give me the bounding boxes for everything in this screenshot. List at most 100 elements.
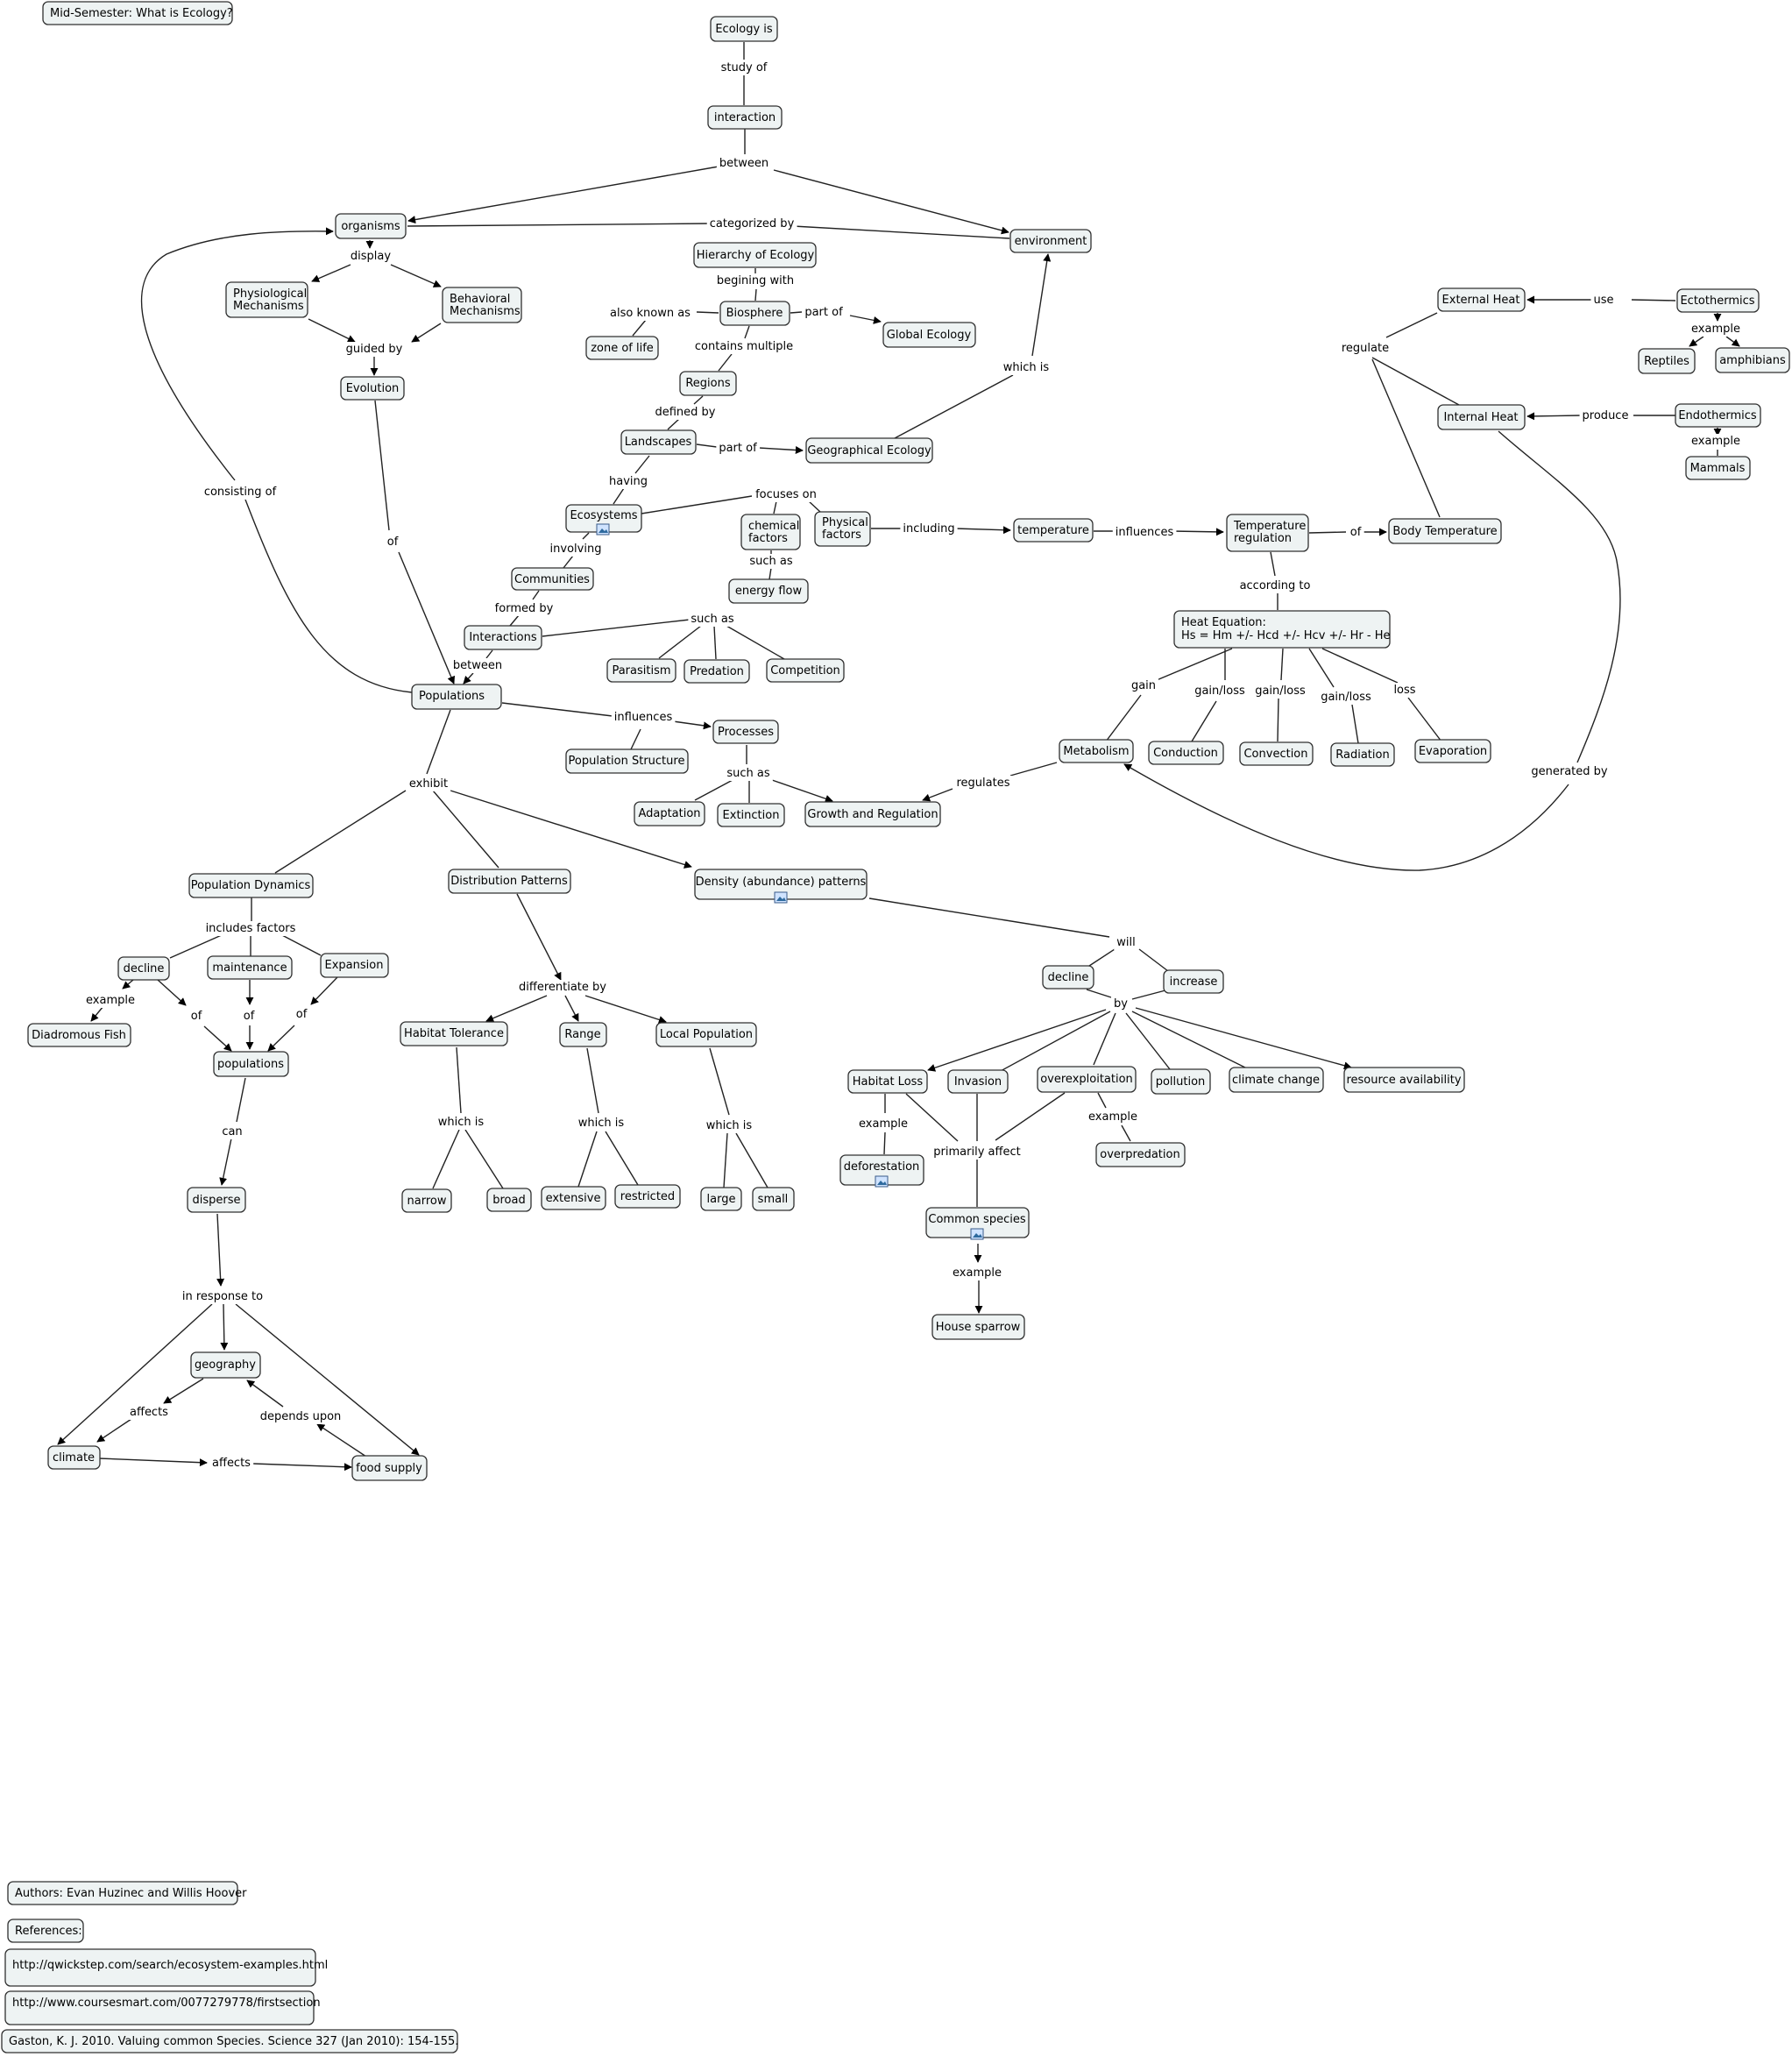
concept-physical-factors[interactable]: Physical factors <box>814 511 871 547</box>
reference-link-2[interactable]: http://www.coursesmart.com/0077279778/fi… <box>4 1990 321 2025</box>
concept-temperature-regulation[interactable]: Temperature regulation <box>1226 514 1309 552</box>
concept-climate[interactable]: climate <box>47 1445 101 1470</box>
concept-regions[interactable]: Regions <box>679 371 737 396</box>
concept-conduction[interactable]: Conduction <box>1148 741 1224 765</box>
concept-chemical-factors[interactable]: chemical factors <box>740 514 801 550</box>
image-attachment-icon[interactable] <box>970 1228 984 1240</box>
concept-parasitism[interactable]: Parasitism <box>606 658 676 683</box>
concept-population-structure[interactable]: Population Structure <box>565 748 689 774</box>
concept-predation[interactable]: Predation <box>684 659 750 684</box>
concept-decline-density[interactable]: decline <box>1042 965 1094 989</box>
concept-interaction[interactable]: interaction <box>707 105 783 130</box>
concept-geography[interactable]: geography <box>190 1351 261 1379</box>
link-label-bg <box>718 60 770 75</box>
concept-energy-flow[interactable]: energy flow <box>728 578 809 604</box>
concept-internal-heat[interactable]: Internal Heat <box>1437 404 1526 430</box>
concept-distribution-patterns[interactable]: Distribution Patterns <box>448 869 571 894</box>
link-label-bg <box>547 542 605 557</box>
concept-biosphere[interactable]: Biosphere <box>719 301 790 326</box>
concept-range[interactable]: Range <box>559 1022 607 1047</box>
link-example-ecto: example <box>1691 323 1740 336</box>
concept-common-species[interactable]: Common species <box>925 1207 1030 1240</box>
concept-population-dynamics[interactable]: Population Dynamics <box>188 873 314 898</box>
concept-broad[interactable]: broad <box>486 1188 532 1212</box>
svg-text:Range: Range <box>564 1028 600 1041</box>
concept-behavioral-mechanisms[interactable]: Behavioral Mechanisms <box>442 287 522 323</box>
concept-disperse[interactable]: disperse <box>187 1187 246 1213</box>
concept-hierarchy-of-ecology[interactable]: Hierarchy of Ecology <box>693 242 817 268</box>
reference-link-1[interactable]: http://qwickstep.com/search/ecosystem-ex… <box>4 1948 328 1987</box>
concept-global-ecology[interactable]: Global Ecology <box>882 322 976 348</box>
concept-local-population[interactable]: Local Population <box>655 1022 757 1047</box>
linking-phrases: study of between categorized by display … <box>83 60 1743 1471</box>
concept-temperature[interactable]: temperature <box>1013 518 1094 543</box>
link-focuses-on: focuses on <box>755 488 817 501</box>
concept-restricted[interactable]: restricted <box>614 1184 681 1209</box>
concept-climate-change[interactable]: climate change <box>1229 1067 1324 1093</box>
concept-habitat-tolerance[interactable]: Habitat Tolerance <box>400 1021 508 1046</box>
concept-invasion[interactable]: Invasion <box>947 1069 1009 1094</box>
concept-resource-availability[interactable]: resource availability <box>1343 1067 1465 1093</box>
concept-diadromous-fish[interactable]: Diadromous Fish <box>27 1023 131 1047</box>
image-attachment-icon[interactable] <box>875 1175 889 1188</box>
concept-convection[interactable]: Convection <box>1239 741 1314 766</box>
concept-decline-dynamics[interactable]: decline <box>117 956 170 981</box>
concept-populations[interactable]: Populations <box>411 684 502 710</box>
concept-mammals[interactable]: Mammals <box>1685 456 1751 480</box>
concept-increase[interactable]: increase <box>1163 969 1224 994</box>
concept-communities[interactable]: Communities <box>511 567 594 591</box>
svg-text:climate change: climate change <box>1232 1074 1320 1087</box>
concept-food-supply[interactable]: food supply <box>351 1455 428 1481</box>
concept-house-sparrow[interactable]: House sparrow <box>931 1314 1025 1340</box>
image-attachment-icon[interactable] <box>774 891 788 904</box>
svg-text:deforestation: deforestation <box>844 1160 920 1174</box>
concept-adaptation[interactable]: Adaptation <box>634 801 705 826</box>
concept-competition[interactable]: Competition <box>766 658 845 683</box>
concept-expansion[interactable]: Expansion <box>320 953 389 978</box>
concept-radiation[interactable]: Radiation <box>1330 742 1395 767</box>
concept-evaporation[interactable]: Evaporation <box>1414 739 1491 763</box>
concept-processes[interactable]: Processes <box>712 720 779 744</box>
image-attachment-icon[interactable] <box>596 523 610 536</box>
concept-small[interactable]: small <box>752 1187 795 1211</box>
concept-landscapes[interactable]: Landscapes <box>620 429 697 455</box>
concept-narrow[interactable]: narrow <box>401 1188 452 1213</box>
concept-ecology[interactable]: Ecology is <box>710 16 778 42</box>
concept-geographical-ecology[interactable]: Geographical Ecology <box>805 437 933 464</box>
svg-text:decline: decline <box>1048 971 1089 984</box>
concept-overpredation[interactable]: overpredation <box>1095 1142 1186 1167</box>
concept-ectothermics[interactable]: Ectothermics <box>1676 288 1760 313</box>
concept-organisms[interactable]: organisms <box>335 213 407 239</box>
concept-reptiles[interactable]: Reptiles <box>1638 348 1696 374</box>
concept-metabolism[interactable]: Metabolism <box>1059 739 1134 763</box>
footer: Authors: Evan Huzinec and Willis Hoover … <box>1 1881 458 2053</box>
concept-density-patterns[interactable]: Density (abundance) patterns <box>694 869 868 904</box>
link-label-bg <box>900 521 958 536</box>
link-label-bg <box>1590 293 1617 308</box>
concept-body-temperature[interactable]: Body Temperature <box>1388 518 1502 544</box>
concept-physiological-mechanisms[interactable]: Physiological Mechanisms <box>225 281 308 318</box>
concept-deforestation[interactable]: deforestation <box>839 1154 924 1188</box>
concept-overexploitation[interactable]: overexploitation <box>1037 1066 1137 1093</box>
concept-habitat-loss[interactable]: Habitat Loss <box>847 1069 928 1094</box>
link-depends-upon: depends upon <box>260 1410 342 1423</box>
concept-populations-lowercase[interactable]: populations <box>213 1051 289 1077</box>
concept-ecosystems[interactable]: Ecosystems <box>565 504 642 536</box>
concept-environment[interactable]: environment <box>1009 229 1092 253</box>
link-label-bg <box>209 1456 254 1471</box>
link-according-to: according to <box>1240 579 1311 592</box>
concept-maintenance[interactable]: maintenance <box>207 955 293 980</box>
concept-extensive[interactable]: extensive <box>541 1186 606 1210</box>
concept-zone-of-life[interactable]: zone of life <box>585 336 659 360</box>
concept-evolution[interactable]: Evolution <box>340 376 405 401</box>
concept-interactions[interactable]: Interactions <box>464 625 542 650</box>
concept-pollution[interactable]: pollution <box>1151 1068 1211 1095</box>
svg-text:disperse: disperse <box>192 1194 240 1207</box>
concept-external-heat[interactable]: External Heat <box>1437 287 1526 312</box>
concept-endothermics[interactable]: Endothermics <box>1675 403 1761 428</box>
concept-heat-equation[interactable]: Heat Equation: Hs = Hm +/- Hcd +/- Hcv +… <box>1173 610 1391 649</box>
concept-growth-and-regulation[interactable]: Growth and Regulation <box>804 801 941 827</box>
concept-amphibians[interactable]: amphibians <box>1715 347 1790 373</box>
concept-large[interactable]: large <box>700 1187 742 1211</box>
concept-extinction[interactable]: Extinction <box>717 803 785 827</box>
